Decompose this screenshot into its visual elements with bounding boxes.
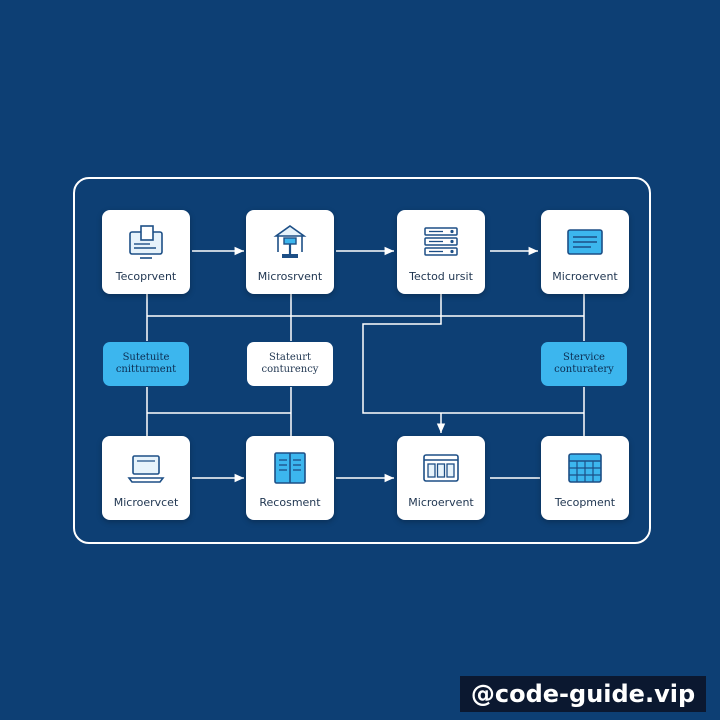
node-label: Microervent bbox=[552, 270, 618, 283]
window-grid-icon bbox=[423, 454, 459, 482]
node-label: Recosment bbox=[259, 496, 321, 509]
node-label: Microervent bbox=[408, 496, 474, 509]
pill-stervice[interactable]: Stervice conturatery bbox=[541, 342, 627, 386]
pill-stateurt[interactable]: Stateurt conturency bbox=[247, 342, 333, 386]
node-microervent-bottom[interactable]: Microervent bbox=[397, 436, 485, 520]
server-rack-icon bbox=[424, 227, 458, 256]
node-label: Tecopment bbox=[554, 496, 616, 509]
watermark: @code-guide.vip bbox=[460, 676, 706, 712]
pill-line-1: Stervice bbox=[563, 352, 605, 363]
node-label: Tecoprvent bbox=[115, 270, 177, 283]
route-center bbox=[362, 294, 584, 414]
node-tectod-ursit[interactable]: Tectod ursit bbox=[397, 210, 485, 294]
pill-line-2: cnitturment bbox=[115, 364, 177, 375]
node-microsrvent[interactable]: Microsrvent bbox=[246, 210, 334, 294]
pill-line-1: Stateurt bbox=[268, 352, 311, 363]
calculator-grid-icon bbox=[568, 453, 602, 483]
robot-arm-icon bbox=[273, 225, 307, 258]
diagram-frame bbox=[73, 177, 651, 544]
pill-line-2: conturency bbox=[261, 364, 319, 375]
node-microervcet[interactable]: Microervcet bbox=[102, 436, 190, 520]
pill-line-1: Sutetuite bbox=[122, 352, 170, 363]
pill-sutetuite[interactable]: Sutetuite cnitturment bbox=[103, 342, 189, 386]
book-document-icon bbox=[274, 452, 306, 484]
node-label: Microervcet bbox=[113, 496, 179, 509]
node-tecoprvent[interactable]: Tecoprvent bbox=[102, 210, 190, 294]
document-screen-icon bbox=[129, 225, 163, 259]
node-microervent-top[interactable]: Microervent bbox=[541, 210, 629, 294]
node-label: Tectod ursit bbox=[409, 270, 473, 283]
node-label: Microsrvent bbox=[257, 270, 323, 283]
node-tecopment[interactable]: Tecopment bbox=[541, 436, 629, 520]
laptop-icon bbox=[127, 455, 165, 483]
node-recosment[interactable]: Recosment bbox=[246, 436, 334, 520]
monitor-panel-icon bbox=[567, 229, 603, 255]
pill-line-2: conturatery bbox=[554, 364, 614, 375]
